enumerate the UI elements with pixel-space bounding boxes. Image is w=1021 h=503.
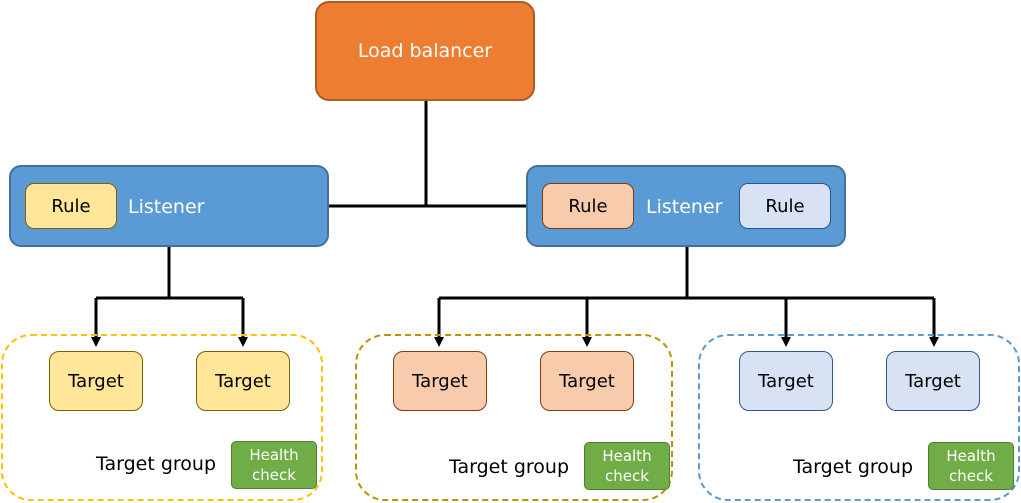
listener-right-node[interactable]: Rule Listener Rule — [526, 165, 846, 247]
target-node[interactable]: Target — [49, 351, 143, 411]
target-label: Target — [905, 370, 961, 392]
target-group-1 — [1, 334, 323, 501]
target-label: Target — [758, 370, 814, 392]
lb-connector — [329, 101, 526, 208]
target-label: Target — [559, 370, 615, 392]
target-node[interactable]: Target — [739, 351, 833, 411]
health-check-node[interactable]: Health check — [928, 442, 1014, 490]
target-node[interactable]: Target — [886, 351, 980, 411]
rule-node[interactable]: Rule — [25, 183, 117, 229]
load-balancer-label: Load balancer — [357, 40, 493, 62]
listener-label: Listener — [646, 196, 723, 218]
target-node[interactable]: Target — [196, 351, 290, 411]
health-check-node[interactable]: Health check — [231, 441, 317, 489]
target-group-3 — [698, 334, 1020, 501]
listener-label: Listener — [128, 196, 205, 218]
listener-left-connector — [96, 247, 243, 300]
target-node[interactable]: Target — [540, 351, 634, 411]
rule-label: Rule — [765, 195, 805, 217]
rule-node[interactable]: Rule — [739, 183, 831, 229]
health-check-label: Health check — [602, 447, 652, 485]
health-check-node[interactable]: Health check — [584, 442, 670, 490]
rule-label: Rule — [51, 195, 91, 217]
target-group-2 — [355, 334, 673, 501]
rule-label: Rule — [568, 195, 608, 217]
target-label: Target — [68, 370, 124, 392]
target-node[interactable]: Target — [393, 351, 487, 411]
target-group-label: Target group — [96, 453, 217, 475]
target-label: Target — [215, 370, 271, 392]
listener-left-node[interactable]: Rule Listener — [9, 165, 329, 247]
load-balancer-node[interactable]: Load balancer — [315, 1, 535, 101]
health-check-label: Health check — [946, 447, 996, 485]
target-label: Target — [412, 370, 468, 392]
target-group-label: Target group — [793, 456, 914, 478]
rule-node[interactable]: Rule — [542, 183, 634, 229]
target-group-label: Target group — [449, 456, 570, 478]
health-check-label: Health check — [249, 446, 299, 484]
listener-right-connector — [439, 247, 934, 300]
